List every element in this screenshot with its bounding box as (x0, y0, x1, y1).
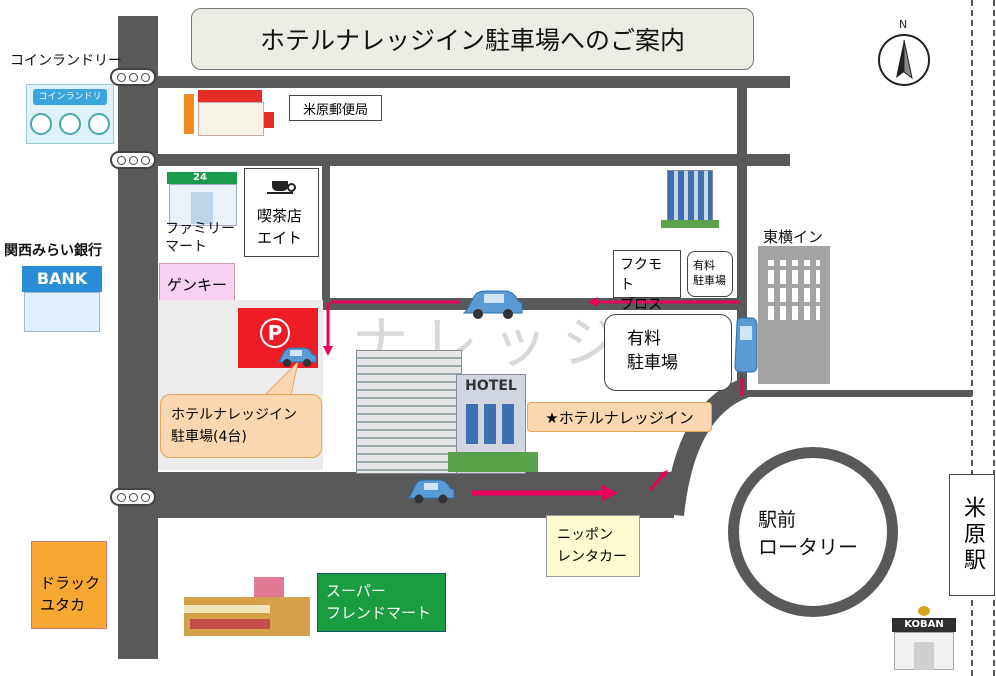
rotary-label: 駅前 ロータリー (758, 507, 858, 561)
rotary-label-line2: ロータリー (758, 535, 858, 559)
toyoko-inn-building-icon (758, 246, 830, 384)
post-office-building-icon: 〒 (184, 82, 276, 136)
small-paid-parking-label: 有料 駐車場 (687, 251, 733, 297)
koban-sign: KOBAN (892, 618, 956, 632)
cafe-label-line1: 喫茶店 (257, 207, 303, 225)
small-paid-parking-line2: 駐車場 (693, 274, 726, 287)
laundry-label: コインランドリー (10, 53, 122, 69)
station-rotary (728, 447, 898, 617)
paid-parking-label: 有料 駐車場 (604, 314, 732, 391)
railway-line (993, 0, 995, 676)
small-paid-parking-line1: 有料 (693, 259, 715, 272)
cafe-label-line2: エイト (257, 229, 303, 247)
car-icon (733, 316, 759, 378)
fukumoto-pros-label: フクモト プロス (613, 250, 681, 313)
laundry-building-icon: コインランドリ (26, 84, 114, 144)
railway-line (971, 0, 973, 676)
bank-building-icon: BANK (22, 266, 102, 332)
supermarket-building-icon (184, 577, 310, 636)
drug-line2: ユタカ (40, 596, 86, 614)
hotel-parking-line2: 駐車場(4台) (171, 429, 247, 445)
road-mid-vertical (322, 162, 330, 302)
traffic-signal-icon (110, 151, 156, 169)
compass-n-label: N (899, 18, 908, 31)
car-icon (462, 287, 524, 325)
family-mart-label: ファミリー マート (165, 221, 235, 255)
car-icon (276, 344, 318, 372)
main-road-vertical (118, 16, 158, 659)
convenience-store-icon: 24 (167, 172, 237, 226)
paid-parking-line2: 駐車場 (627, 353, 678, 373)
supermarket-label: スーパー フレンドマート (317, 573, 446, 632)
station-text: 米原駅 (960, 496, 985, 574)
north-arrow-icon: N (876, 18, 932, 86)
rotary-label-line1: 駅前 (758, 509, 797, 531)
cafe-box: 喫茶店 エイト (244, 168, 319, 257)
genki-store-label: ゲンキー (159, 263, 235, 305)
nippon-rentacar-label: ニッポン レンタカー (546, 515, 640, 577)
map-title: ホテルナレッジイン駐車場へのご案内 (191, 8, 754, 70)
bank-name-label: 関西みらい銀行 (4, 243, 102, 259)
station-label: 米原駅 (949, 474, 995, 596)
traffic-signal-icon (110, 488, 156, 506)
rental-line2: レンタカー (557, 549, 627, 565)
hotel-name-label: ★ホテルナレッジイン (527, 402, 712, 432)
drug-store-label: ドラック ユタカ (31, 541, 107, 629)
parking-p-icon: P (260, 318, 290, 348)
paid-parking-line1: 有料 (627, 329, 661, 349)
drug-line1: ドラック (40, 574, 101, 592)
convenience-sign: 24 (193, 172, 207, 183)
hotel-parking-line1: ホテルナレッジイン (171, 407, 297, 423)
hotel-building-icon: HOTEL (356, 350, 538, 474)
traffic-signal-icon (110, 68, 156, 86)
road-second (150, 154, 790, 166)
road-east (740, 390, 972, 397)
hotel-sign: HOTEL (465, 378, 517, 394)
office-building-icon (661, 170, 719, 228)
koban-building-icon: KOBAN (892, 606, 956, 670)
fukumoto-line1: フクモト (620, 257, 662, 293)
super-line2: フレンドマート (326, 604, 432, 622)
road-top (150, 76, 790, 88)
rental-line1: ニッポン (557, 527, 613, 543)
police-badge-icon (918, 606, 930, 616)
laundry-sign: コインランドリ (33, 89, 107, 105)
toyoko-inn-label: 東横イン (763, 228, 824, 246)
road-right-vertical (737, 76, 747, 396)
post-office-label: 米原郵便局 (289, 95, 382, 121)
fukumoto-line2: プロス (620, 297, 662, 313)
bank-sign: BANK (22, 266, 102, 292)
super-line1: スーパー (326, 582, 386, 600)
coffee-cup-icon (272, 181, 288, 191)
hotel-parking-callout: ホテルナレッジイン 駐車場(4台) (160, 394, 322, 458)
car-icon (406, 476, 456, 508)
